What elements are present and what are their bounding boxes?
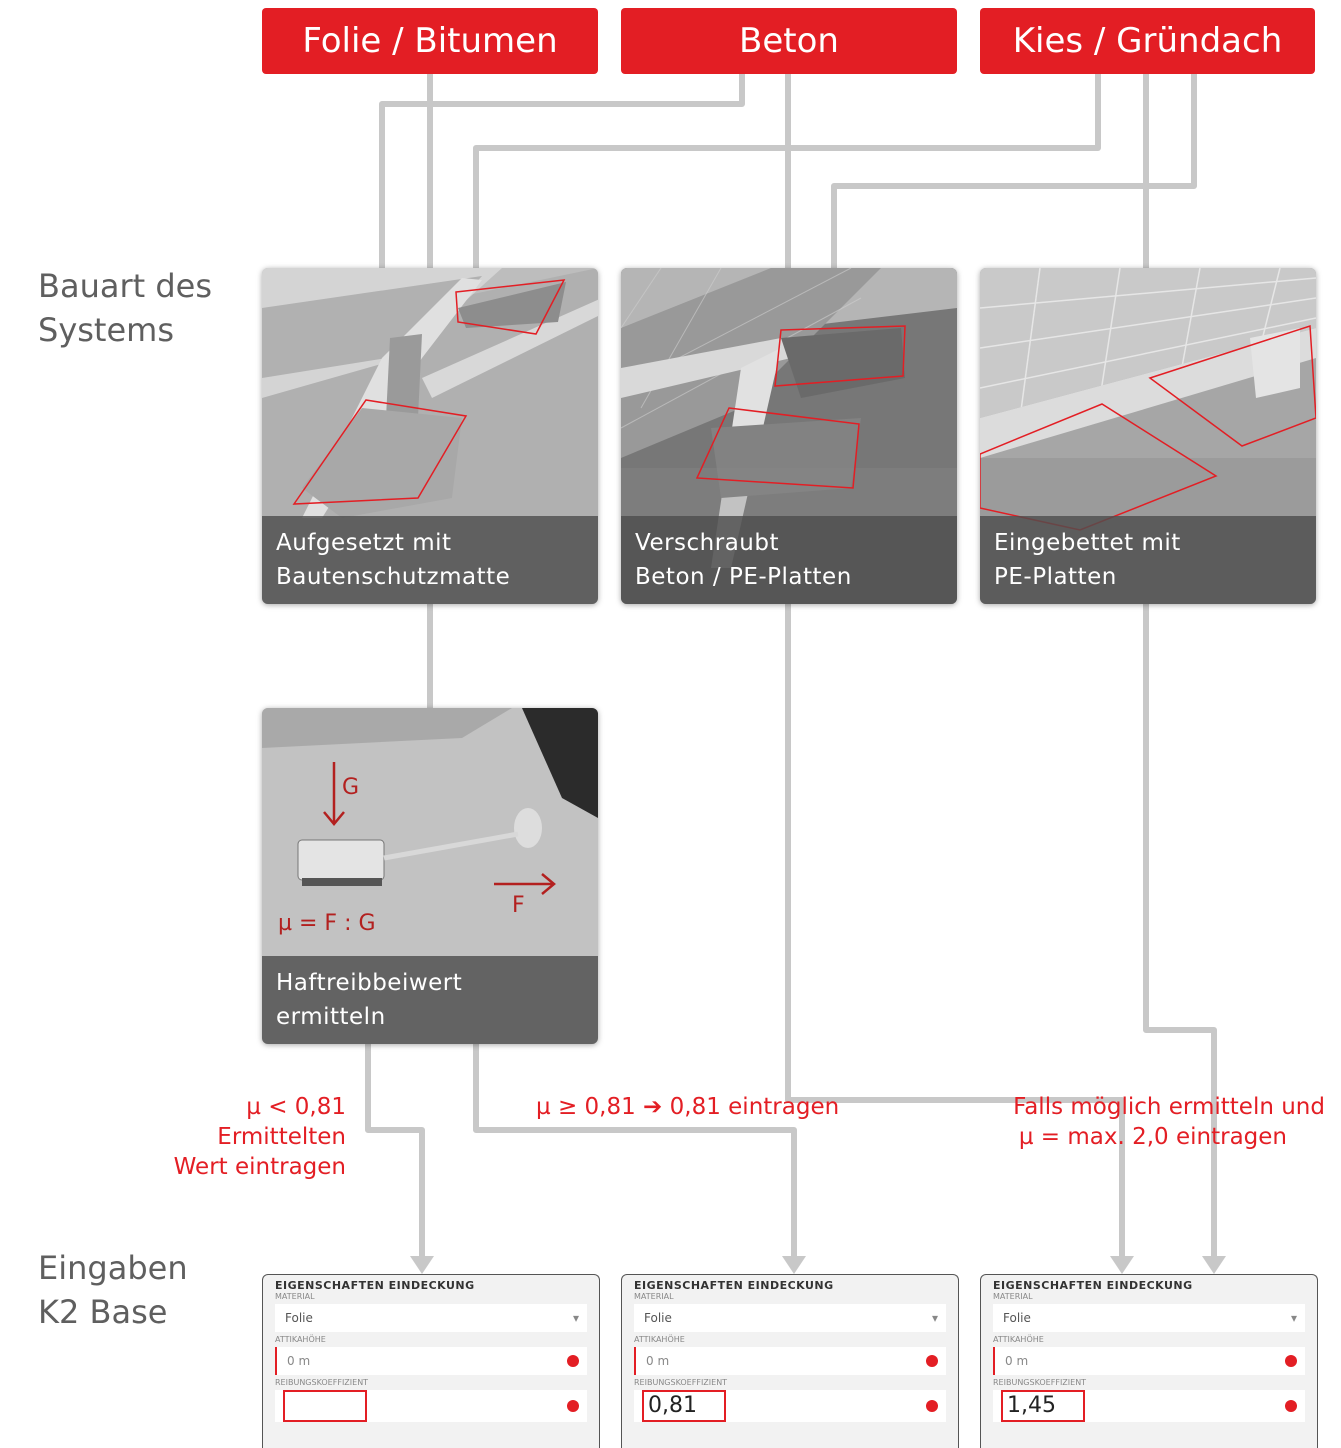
attika-value: 0 m [1005,1354,1028,1368]
annotation-line: Falls möglich ermitteln und [980,1092,1325,1122]
k2-panel-2: EIGENSCHAFTEN EINDECKUNG MATERIAL Folie … [621,1274,959,1448]
annotation-line: Ermittelten [120,1122,346,1152]
card-verschraubt[interactable]: Verschraubt Beton / PE-Platten [621,268,957,604]
row-label-inputs-line1: Eingaben [38,1246,188,1290]
highlight-box [283,1390,367,1422]
caption-line: ermitteln [276,1000,584,1034]
coefficient-input[interactable]: 1,45 [993,1390,1305,1422]
force-g-label: G [342,775,359,800]
material-value: Folie [285,1311,313,1325]
panel-attika-label: ATTIKAHÖHE [993,1335,1305,1344]
panel-coef-label: REIBUNGSKOEFFIZIENT [275,1378,587,1387]
annotation-middle: µ ≥ 0,81 ➔ 0,81 eintragen [536,1092,839,1122]
attika-input[interactable]: 0 m [993,1347,1305,1375]
panel-attika-label: ATTIKAHÖHE [275,1335,587,1344]
panel-title: EIGENSCHAFTEN EINDECKUNG [634,1279,946,1292]
caption-line: Haftreibbeiwert [276,966,584,1000]
attika-value: 0 m [646,1354,669,1368]
error-icon [567,1400,579,1412]
card-verschraubt-caption: Verschraubt Beton / PE-Platten [621,516,957,604]
coefficient-input[interactable] [275,1390,587,1422]
error-icon [926,1355,938,1367]
row-label-inputs-line2: K2 Base [38,1290,188,1334]
error-icon [926,1400,938,1412]
caption-line: Bautenschutzmatte [276,560,584,594]
row-label-inputs: Eingaben K2 Base [38,1246,188,1334]
panel-coef-label: REIBUNGSKOEFFIZIENT [634,1378,946,1387]
caption-line: Verschraubt [635,526,943,560]
error-icon [567,1355,579,1367]
attika-input[interactable]: 0 m [634,1347,946,1375]
chevron-down-icon: ▾ [1291,1304,1297,1332]
annotation-line: Wert eintragen [120,1152,346,1182]
row-label-system-line1: Bauart des [38,264,212,308]
panel-attika-label: ATTIKAHÖHE [634,1335,946,1344]
material-select[interactable]: Folie ▾ [275,1304,587,1332]
panel-title: EIGENSCHAFTEN EINDECKUNG [993,1279,1305,1292]
panel-title: EIGENSCHAFTEN EINDECKUNG [275,1279,587,1292]
annotation-right: Falls möglich ermitteln und µ = max. 2,0… [980,1092,1325,1152]
coefficient-value: 1,45 [1007,1393,1056,1418]
error-icon [1285,1400,1297,1412]
annotation-line: µ < 0,81 [120,1092,346,1122]
annotation-left: µ < 0,81 Ermittelten Wert eintragen [120,1092,346,1182]
row-label-system: Bauart des Systems [38,264,212,352]
top-button-beton[interactable]: Beton [621,8,957,74]
card-eingebettet-caption: Eingebettet mit PE-Platten [980,516,1316,604]
panel-material-label: MATERIAL [634,1292,946,1301]
caption-line: Eingebettet mit [994,526,1302,560]
caption-line: Aufgesetzt mit [276,526,584,560]
top-button-folie-bitumen[interactable]: Folie / Bitumen [262,8,598,74]
material-select[interactable]: Folie ▾ [634,1304,946,1332]
material-value: Folie [644,1311,672,1325]
coefficient-value: 0,81 [648,1393,697,1418]
card-haftreibbeiwert-caption: Haftreibbeiwert ermitteln [262,956,598,1044]
attika-value: 0 m [287,1354,310,1368]
coefficient-input[interactable]: 0,81 [634,1390,946,1422]
panel-coef-label: REIBUNGSKOEFFIZIENT [993,1378,1305,1387]
card-eingebettet[interactable]: Eingebettet mit PE-Platten [980,268,1316,604]
material-select[interactable]: Folie ▾ [993,1304,1305,1332]
k2-panel-3: EIGENSCHAFTEN EINDECKUNG MATERIAL Folie … [980,1274,1318,1448]
force-f-label: F [512,893,525,918]
panel-material-label: MATERIAL [275,1292,587,1301]
chevron-down-icon: ▾ [573,1304,579,1332]
top-button-kies-gruendach[interactable]: Kies / Gründach [980,8,1315,74]
attika-input[interactable]: 0 m [275,1347,587,1375]
card-aufgesetzt[interactable]: Aufgesetzt mit Bautenschutzmatte [262,268,598,604]
panel-material-label: MATERIAL [993,1292,1305,1301]
k2-panel-1: EIGENSCHAFTEN EINDECKUNG MATERIAL Folie … [262,1274,600,1448]
caption-line: PE-Platten [994,560,1302,594]
row-label-system-line2: Systems [38,308,212,352]
error-icon [1285,1355,1297,1367]
caption-line: Beton / PE-Platten [635,560,943,594]
card-haftreibbeiwert[interactable]: G F µ = F : G Haftreibbeiwert ermitteln [262,708,598,1044]
card-aufgesetzt-caption: Aufgesetzt mit Bautenschutzmatte [262,516,598,604]
material-value: Folie [1003,1311,1031,1325]
annotation-line: µ = max. 2,0 eintragen [980,1122,1325,1152]
chevron-down-icon: ▾ [932,1304,938,1332]
formula-label: µ = F : G [278,911,376,936]
